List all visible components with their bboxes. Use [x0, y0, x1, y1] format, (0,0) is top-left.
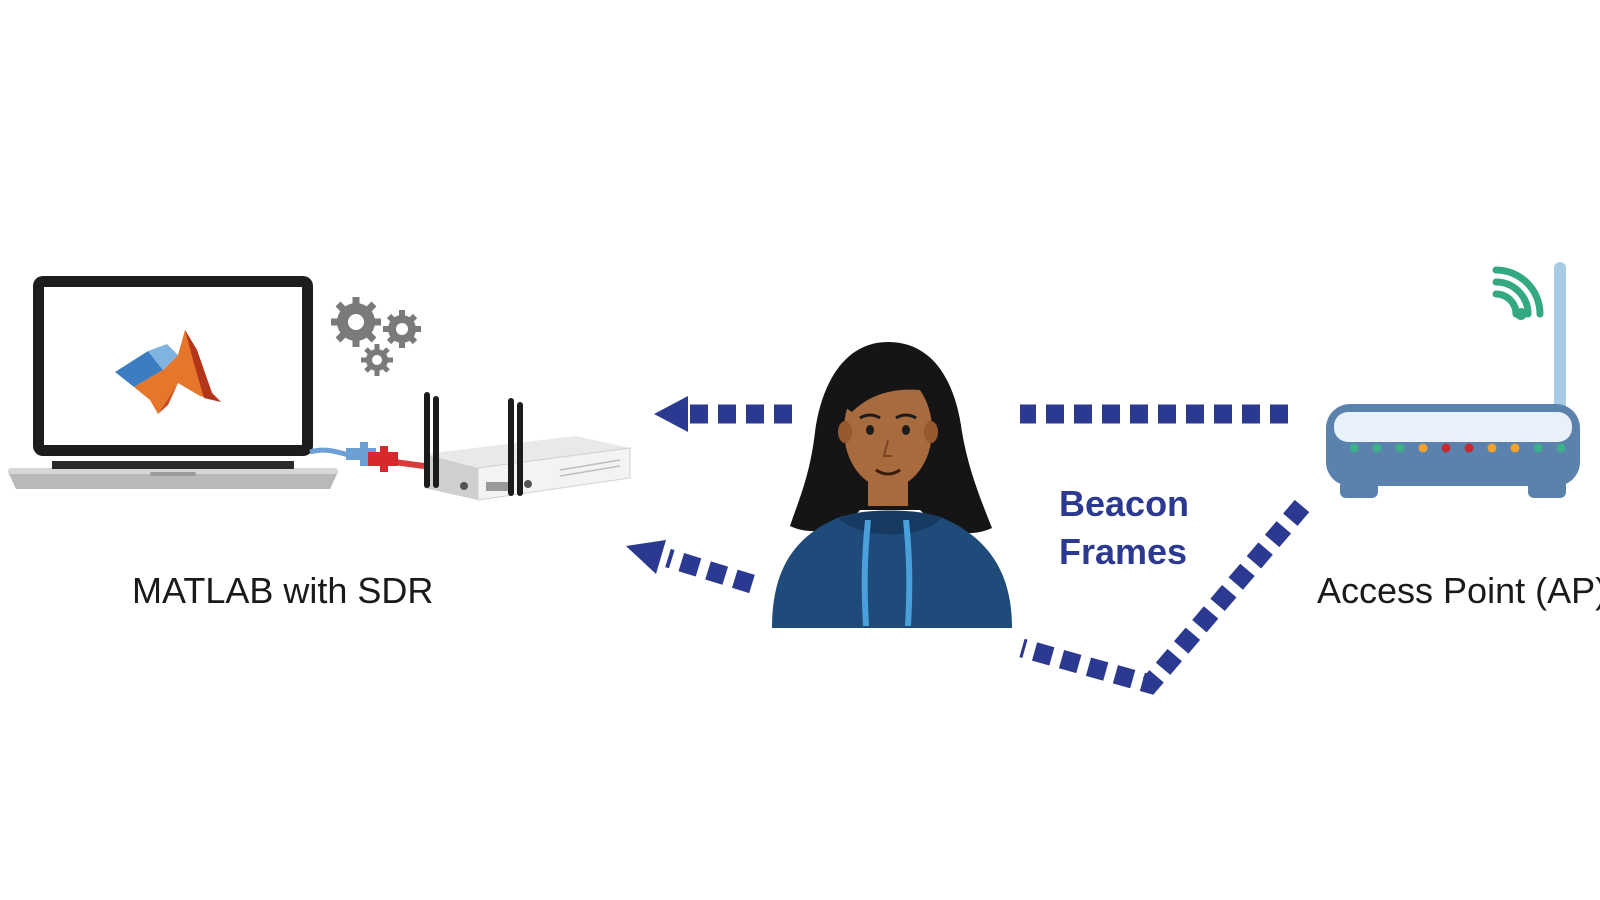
- router-icon: [1326, 262, 1580, 498]
- gears-icon: [331, 297, 421, 376]
- arrow-lower-to-sdr: [626, 540, 755, 594]
- arrow-top-to-sdr: [654, 396, 792, 432]
- wifi-icon: [1492, 266, 1544, 320]
- beacon-label-line2: Frames: [1059, 531, 1188, 572]
- sdr-radio-icon: [424, 392, 631, 501]
- beacon-frames-label: Beacon Frames: [1059, 480, 1189, 576]
- person-icon: [772, 342, 1012, 628]
- matlab-logo-icon: [115, 330, 221, 414]
- arrow-reflected-path: [1019, 499, 1310, 695]
- beacon-label-line1: Beacon: [1059, 483, 1190, 524]
- access-point-label: Access Point (AP): [1317, 570, 1600, 611]
- matlab-sdr-label: MATLAB with SDR: [132, 570, 434, 611]
- usb-cable-icon: [309, 442, 425, 472]
